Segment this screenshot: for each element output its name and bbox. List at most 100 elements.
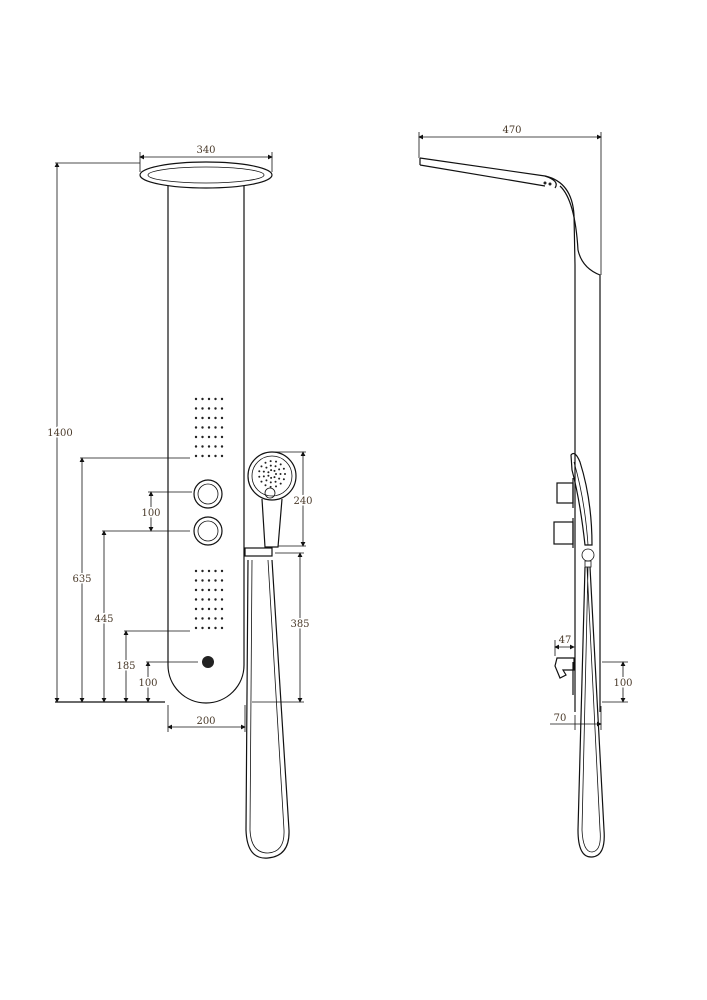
jet-nozzle: [214, 407, 217, 410]
jet-nozzle: [194, 607, 198, 611]
dim-upper-jets-height: 635: [72, 574, 91, 585]
jet-nozzle: [201, 407, 204, 410]
hand-shower-nozzle: [279, 482, 282, 485]
hand-shower-nozzle: [269, 464, 272, 467]
upper-body-jets: [194, 397, 224, 458]
hand-shower-nozzle: [269, 460, 272, 463]
jet-nozzle: [214, 416, 217, 420]
jet-nozzle: [214, 435, 217, 439]
jet-nozzle: [207, 397, 211, 401]
hand-shower-nozzle: [269, 481, 272, 484]
jet-nozzle: [207, 445, 211, 448]
hand-shower-nozzle: [264, 484, 267, 487]
jet-nozzle: [220, 416, 224, 420]
jet-nozzle: [201, 416, 204, 420]
jet-nozzle: [201, 588, 204, 592]
jet-nozzle: [201, 607, 204, 611]
jet-nozzle: [220, 626, 224, 630]
panel-column: [167, 186, 245, 704]
dim-knob-spacing: 100: [141, 508, 160, 519]
jet-nozzle: [201, 569, 204, 573]
jet-nozzle: [214, 588, 217, 592]
hand-shower-nozzle: [278, 468, 281, 471]
jet-nozzle: [194, 598, 198, 601]
jet-nozzle: [214, 598, 217, 601]
hand-shower-nozzle: [267, 471, 270, 474]
jet-nozzle: [220, 435, 224, 439]
dim-panel-depth: 70: [554, 713, 567, 724]
hand-shower-nozzle: [273, 476, 276, 479]
jet-nozzle: [220, 598, 224, 601]
jet-nozzle: [214, 454, 217, 458]
jet-nozzle: [220, 579, 224, 582]
hand-shower-nozzle: [260, 480, 263, 483]
jet-nozzle: [214, 569, 217, 573]
lower-body-jets: [194, 569, 224, 630]
hand-shower-nozzle: [279, 473, 282, 475]
jet-nozzle: [194, 617, 198, 620]
hand-shower-nozzle: [275, 460, 278, 463]
hand-shower-nozzle: [273, 469, 276, 472]
jet-nozzle: [194, 426, 198, 429]
jet-nozzle: [214, 426, 217, 429]
dim-diverter-height: 100: [138, 678, 157, 689]
rain-shower-nozzles: [147, 166, 265, 184]
hand-shower-nozzle: [284, 473, 286, 475]
hand-shower-nozzle: [275, 473, 277, 475]
jet-nozzle: [214, 607, 217, 611]
jet-nozzle: [207, 607, 211, 611]
side-hand-shower: [570, 452, 595, 568]
hand-shower-nozzle: [258, 475, 261, 478]
dim-lower-knob-height: 445: [94, 614, 113, 625]
jet-nozzle: [220, 407, 224, 410]
hand-shower-nozzle: [279, 463, 282, 466]
jet-nozzle: [194, 626, 198, 630]
jet-nozzle: [214, 617, 217, 620]
jet-nozzle: [201, 579, 204, 582]
hand-shower-nozzle: [270, 469, 273, 472]
hand-shower-nozzle: [267, 474, 270, 477]
lower-control-knob: [193, 516, 223, 546]
jet-nozzle: [194, 416, 198, 420]
dim-head-width: 340: [196, 145, 215, 156]
hose: [245, 559, 290, 859]
jet-nozzle: [220, 445, 224, 448]
hand-shower-nozzle: [282, 467, 285, 470]
hand-shower-nozzle: [260, 465, 263, 468]
hand-shower-nozzle: [269, 485, 272, 488]
jet-nozzle: [194, 588, 198, 592]
jet-nozzle: [194, 569, 198, 573]
side-hose: [577, 566, 605, 858]
diverter-outlet: [202, 656, 214, 668]
dim-bracket-height: 385: [290, 619, 309, 630]
hand-shower-nozzle: [275, 485, 278, 488]
jet-nozzle: [207, 626, 211, 630]
hand-shower-nozzle: [258, 470, 261, 473]
hand-shower-nozzle: [265, 479, 268, 482]
dim-hand-shower-length: 240: [293, 496, 312, 507]
jet-nozzle: [201, 626, 204, 630]
jet-nozzle: [201, 617, 204, 620]
side-column-back: [559, 185, 601, 712]
hand-shower-nozzle: [262, 470, 265, 473]
jet-nozzle: [194, 445, 198, 448]
jet-nozzle: [207, 426, 211, 429]
jet-nozzle: [207, 416, 211, 420]
jet-nozzle: [214, 397, 217, 401]
jet-nozzle: [207, 435, 211, 439]
hand-shower-nozzle: [278, 477, 281, 480]
hand-shower-nozzle: [274, 480, 277, 483]
side-control-knobs: [553, 478, 574, 548]
jet-nozzle: [207, 588, 211, 592]
hand-shower: [244, 451, 297, 557]
upper-control-knob: [193, 479, 223, 509]
jet-nozzle: [207, 598, 211, 601]
jet-nozzle: [220, 617, 224, 620]
hand-shower-nozzle: [274, 465, 277, 468]
jet-nozzle: [201, 435, 204, 439]
jet-nozzle: [220, 588, 224, 592]
jet-nozzle: [207, 569, 211, 573]
jet-nozzle: [214, 626, 217, 630]
side-view: 470 47 100 70: [418, 125, 634, 858]
